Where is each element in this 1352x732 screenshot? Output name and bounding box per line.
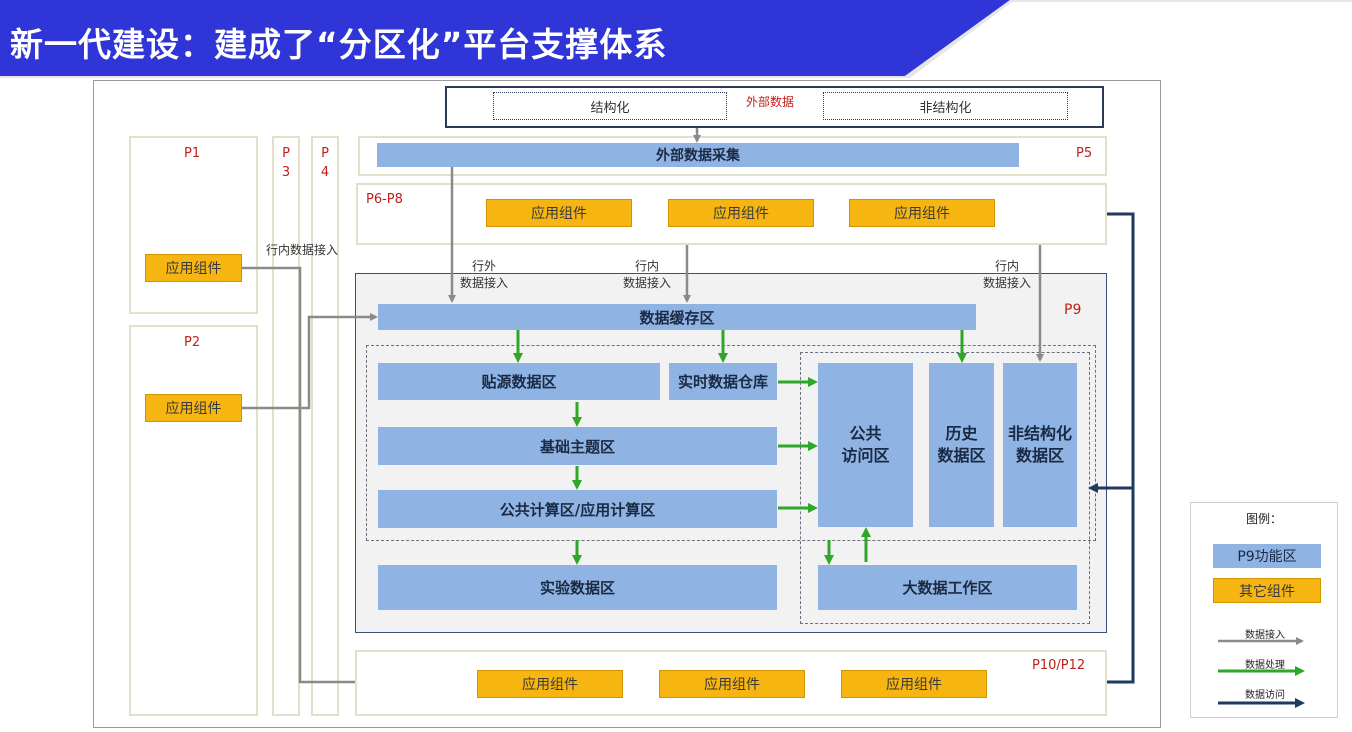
external-data-box <box>445 86 1104 128</box>
legend-p9-swatch: P9功能区 <box>1213 544 1321 568</box>
p6-p8-component-1: 应用组件 <box>486 199 632 227</box>
p10-p12-component-1: 应用组件 <box>477 670 623 698</box>
compute-zone: 公共计算区/应用计算区 <box>378 490 777 528</box>
internal-access-label-left: 行内数据接入 <box>266 243 339 257</box>
realtime-warehouse-zone: 实时数据仓库 <box>669 363 777 400</box>
inside-access-label-mid: 行内 数据接入 <box>622 259 671 290</box>
p5-label: P5 <box>1076 146 1093 161</box>
bigdata-work-zone: 大数据工作区 <box>818 565 1077 610</box>
unstructured-data-zone: 非结构化 数据区 <box>1003 363 1077 527</box>
p10-p12-label: P10/P12 <box>1032 658 1086 673</box>
p2-component: 应用组件 <box>145 394 242 422</box>
unstructured-box: 非结构化 <box>823 92 1068 120</box>
p2-label: P2 <box>184 335 201 350</box>
p1-component: 应用组件 <box>145 254 242 282</box>
external-data-label: 外部数据 <box>746 95 795 109</box>
p3-label: P 3 <box>281 146 291 180</box>
history-data-zone: 历史 数据区 <box>929 363 994 527</box>
p1-label: P1 <box>184 146 201 161</box>
p10-p12-component-3: 应用组件 <box>841 670 987 698</box>
title-banner <box>0 0 1352 78</box>
public-access-zone: 公共 访问区 <box>818 363 913 527</box>
legend-title: 图例： <box>1246 512 1283 526</box>
data-cache-zone: 数据缓存区 <box>378 304 976 330</box>
structured-box: 结构化 <box>493 92 727 120</box>
p1-panel <box>129 136 258 314</box>
legend-access-label: 数据接入 <box>1245 630 1285 641</box>
p2-panel <box>129 325 258 716</box>
page-title: 新一代建设：建成了“分区化”平台支撑体系 <box>10 25 668 64</box>
p6-p8-label: P6-P8 <box>366 192 403 207</box>
p6-p8-component-3: 应用组件 <box>849 199 995 227</box>
p4-label: P 4 <box>320 146 330 180</box>
p4-panel <box>311 136 339 716</box>
outside-access-label: 行外 数据接入 <box>459 259 508 290</box>
p10-p12-component-2: 应用组件 <box>659 670 805 698</box>
legend-visit-label: 数据访问 <box>1245 690 1285 701</box>
source-data-zone: 贴源数据区 <box>378 363 660 400</box>
p3-panel <box>272 136 300 716</box>
external-collect-bar: 外部数据采集 <box>377 143 1019 167</box>
legend-other-swatch: 其它组件 <box>1213 578 1321 603</box>
legend-box <box>1190 502 1338 718</box>
p9-label: P9 <box>1064 302 1082 318</box>
inside-access-label-right: 行内 数据接入 <box>982 259 1031 290</box>
base-topic-zone: 基础主题区 <box>378 427 777 465</box>
p6-p8-component-2: 应用组件 <box>668 199 814 227</box>
legend-process-label: 数据处理 <box>1245 660 1285 671</box>
warehouse-dotted-group <box>366 345 1096 541</box>
experiment-data-zone: 实验数据区 <box>378 565 777 610</box>
